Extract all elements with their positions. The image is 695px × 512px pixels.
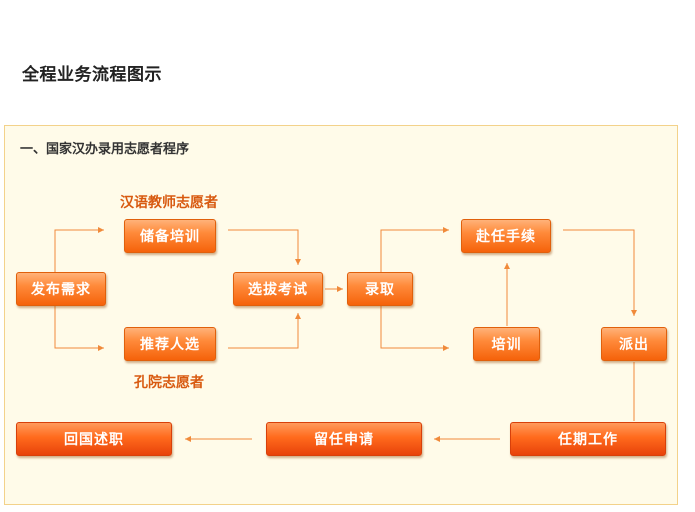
label-teacher-volunteer: 汉语教师志愿者 (120, 195, 218, 211)
arrow-reserve-to-exam (228, 229, 301, 265)
step-return-report: 回国述职 (16, 422, 172, 456)
arrow-admission-to-onboarding (380, 227, 449, 272)
step-dispatch: 派出 (601, 327, 667, 361)
step-onboarding: 赴任手续 (461, 219, 551, 253)
step-admission: 录取 (347, 272, 413, 306)
label-confucius-volunteer: 孔院志愿者 (134, 375, 204, 391)
arrow-publish-to-reserve (54, 227, 104, 272)
step-stay-apply: 留任申请 (266, 422, 422, 456)
step-selection-exam: 选拔考试 (233, 272, 323, 306)
page-title: 全程业务流程图示 (22, 65, 162, 85)
step-publish-demand: 发布需求 (16, 272, 106, 306)
arrow-onboarding-to-dispatch (563, 229, 637, 316)
step-term-work: 任期工作 (510, 422, 666, 456)
arrow-publish-to-recommend (54, 306, 104, 351)
arrow-recommend-to-exam (228, 313, 301, 349)
step-recommend: 推荐人选 (124, 327, 216, 361)
step-reserve-training: 储备培训 (124, 219, 216, 253)
arrow-admission-to-training (380, 306, 449, 351)
section-title: 一、国家汉办录用志愿者程序 (20, 142, 190, 157)
step-training: 培训 (473, 327, 540, 361)
